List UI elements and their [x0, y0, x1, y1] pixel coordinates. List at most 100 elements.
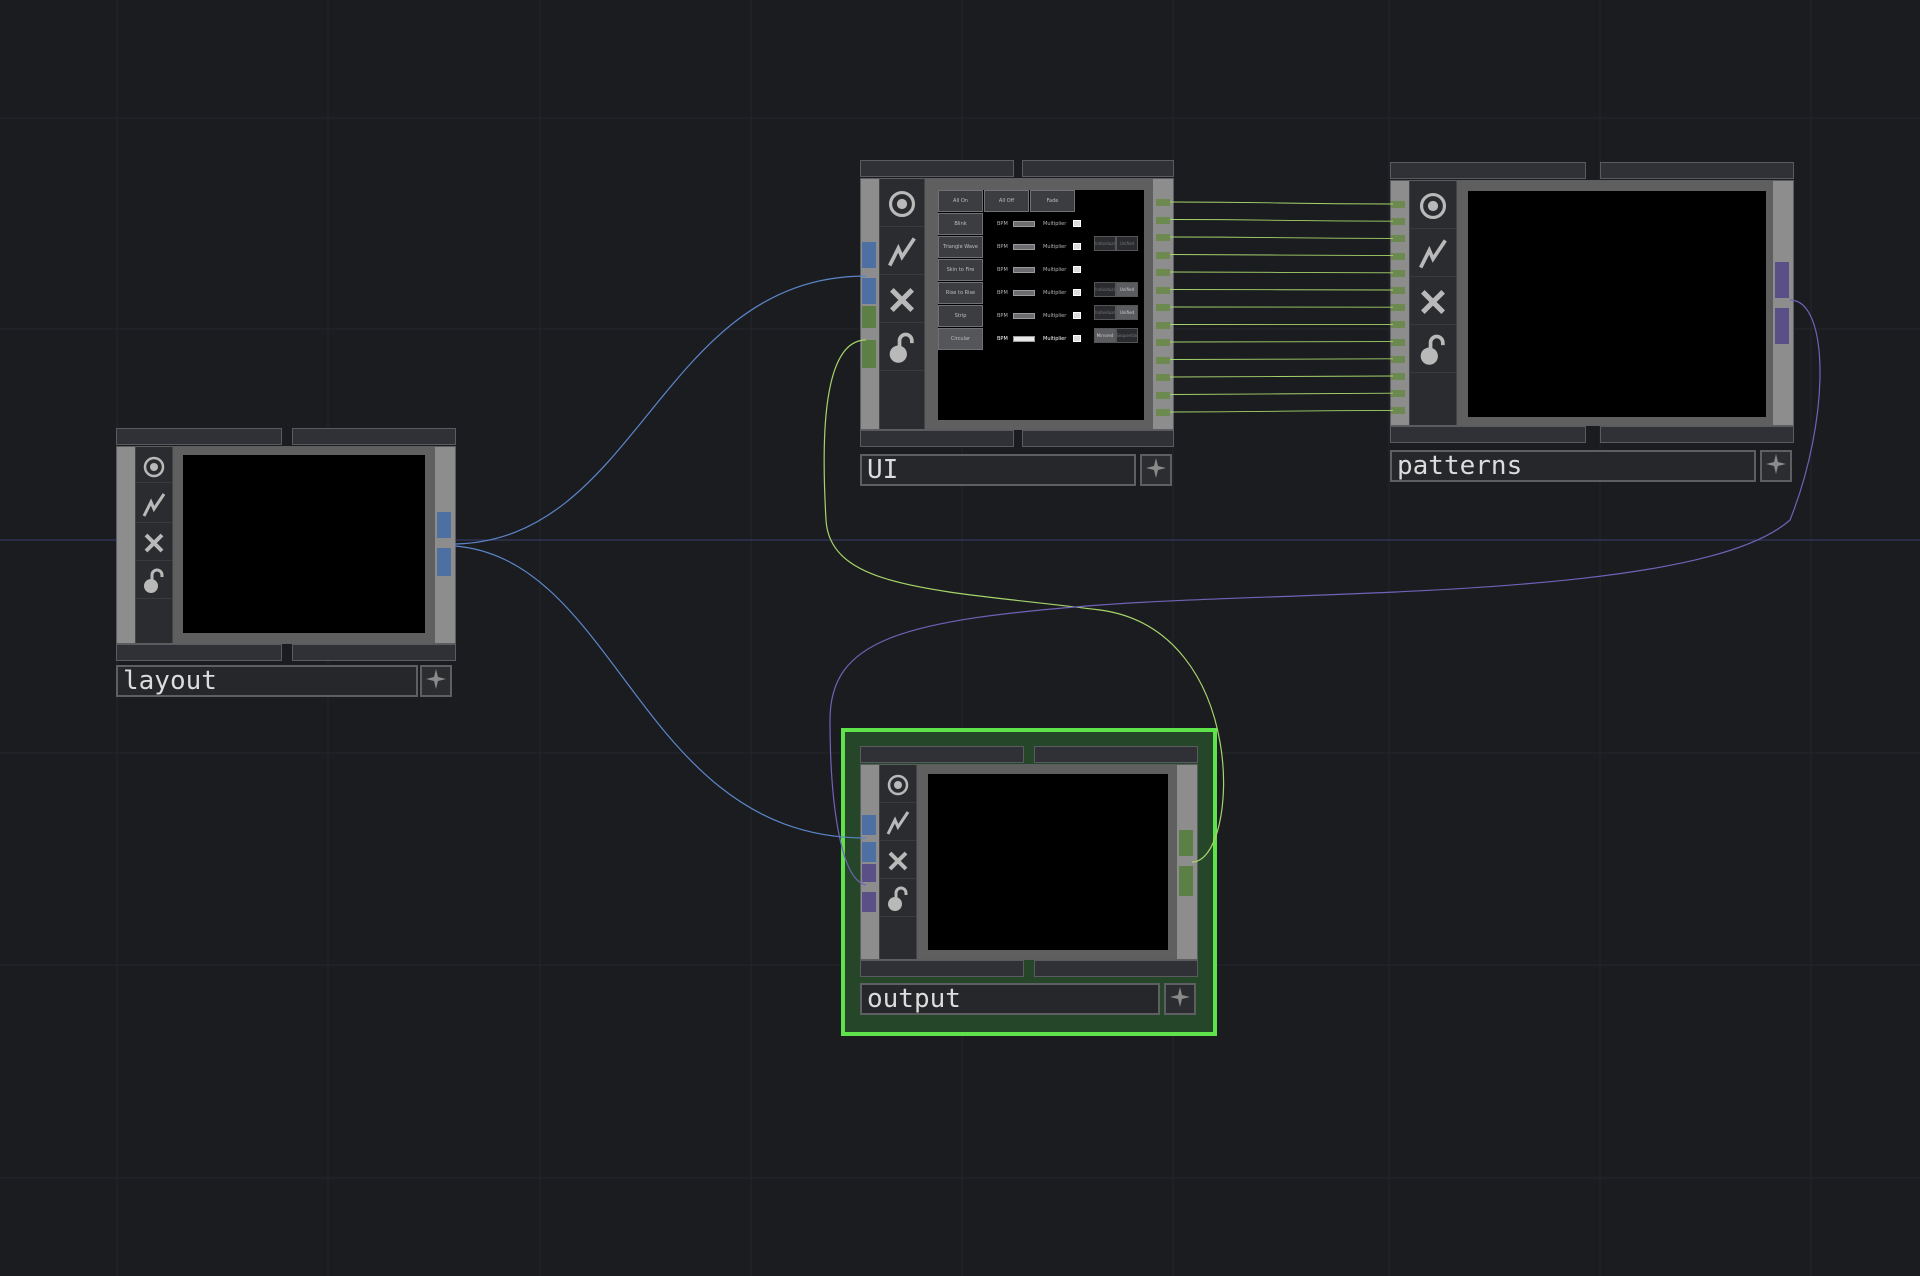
- ui-output-connector[interactable]: [1156, 251, 1170, 259]
- ui-star-button[interactable]: [1140, 454, 1172, 486]
- ui-output-connector[interactable]: [1156, 234, 1170, 241]
- output-input-connector-2[interactable]: [862, 842, 876, 862]
- output-input-connector-3[interactable]: [862, 864, 876, 882]
- patterns-input-connector[interactable]: [1391, 304, 1405, 312]
- output-input-connector-1[interactable]: [862, 815, 876, 835]
- patterns-input-connector[interactable]: [1391, 218, 1405, 226]
- output-name-field[interactable]: output: [860, 983, 1160, 1015]
- patterns-name-field[interactable]: patterns: [1390, 450, 1756, 482]
- ui-output-connector[interactable]: [1156, 409, 1170, 416]
- ui-input-connector-3[interactable]: [862, 306, 876, 328]
- pattern-button-skin-to-fire[interactable]: Skin to Fire: [938, 259, 983, 281]
- pattern-button-triangle-wave[interactable]: Triangle Wave: [938, 236, 983, 258]
- lock-open-icon[interactable]: [880, 325, 924, 371]
- ui-output-connector[interactable]: [1156, 304, 1170, 311]
- segment-unified[interactable]: Unified: [1116, 305, 1138, 320]
- segment-individual[interactable]: Individual: [1094, 282, 1116, 297]
- ui-input-connector-1[interactable]: [862, 242, 876, 268]
- lock-open-icon[interactable]: [136, 563, 172, 599]
- ui-output-connector[interactable]: [1156, 374, 1170, 381]
- bpm-slider[interactable]: [1013, 313, 1035, 319]
- multiplier-field[interactable]: [1073, 220, 1081, 227]
- bpm-slider[interactable]: [1013, 221, 1035, 227]
- close-icon[interactable]: [880, 843, 916, 879]
- target-icon[interactable]: [136, 451, 172, 483]
- multiplier-label: Multiplier: [1043, 336, 1067, 342]
- lightning-icon[interactable]: [1410, 231, 1456, 277]
- patterns-top-tab-left: [1390, 162, 1586, 179]
- lightning-icon[interactable]: [136, 487, 172, 523]
- multiplier-field[interactable]: [1073, 289, 1081, 296]
- patterns-input-connector[interactable]: [1391, 321, 1405, 329]
- ui-input-connector-2[interactable]: [862, 278, 876, 304]
- output-output-connector-1[interactable]: [1179, 830, 1193, 856]
- pattern-button-circular[interactable]: Circular: [938, 328, 983, 350]
- close-icon[interactable]: [1410, 279, 1456, 325]
- layout-output-connector-1[interactable]: [437, 512, 451, 538]
- bpm-slider[interactable]: [1013, 244, 1035, 250]
- lightning-icon[interactable]: [880, 229, 924, 275]
- patterns-input-connector[interactable]: [1391, 201, 1405, 208]
- layout-output-connector-2[interactable]: [437, 548, 451, 576]
- multiplier-field[interactable]: [1073, 266, 1081, 273]
- segment-mirrored[interactable]: Mirrored: [1094, 328, 1116, 343]
- lightning-icon[interactable]: [880, 805, 916, 841]
- target-icon[interactable]: [880, 181, 924, 227]
- layout-icon-column: [135, 447, 173, 643]
- patterns-input-connector[interactable]: [1391, 235, 1405, 243]
- lock-open-icon[interactable]: [1410, 327, 1456, 373]
- patterns-input-connector[interactable]: [1391, 338, 1405, 346]
- patterns-input-connector[interactable]: [1391, 373, 1405, 380]
- layout-star-button[interactable]: [420, 665, 452, 697]
- ui-output-connector[interactable]: [1156, 339, 1170, 346]
- ui-name-field[interactable]: UI: [860, 454, 1136, 486]
- output-output-connector-2[interactable]: [1179, 866, 1193, 896]
- patterns-star-button[interactable]: [1760, 450, 1792, 482]
- patterns-input-connector[interactable]: [1391, 269, 1405, 277]
- ui-input-connector-4[interactable]: [862, 340, 876, 368]
- close-icon[interactable]: [880, 277, 924, 323]
- segment-individual[interactable]: Individual: [1094, 305, 1116, 320]
- segment-unified[interactable]: Unified: [1116, 236, 1138, 251]
- output-star-button[interactable]: [1164, 983, 1196, 1015]
- ui-output-connector[interactable]: [1156, 216, 1170, 224]
- bpm-slider[interactable]: [1013, 336, 1035, 342]
- all-on-button[interactable]: All On: [938, 190, 983, 212]
- segment-unified[interactable]: Unified: [1116, 282, 1138, 297]
- pattern-button-rise-to-rise[interactable]: Rise to Rise: [938, 282, 983, 304]
- bpm-slider[interactable]: [1013, 290, 1035, 296]
- all-off-button[interactable]: All Off: [984, 190, 1029, 212]
- multiplier-field[interactable]: [1073, 335, 1081, 342]
- close-icon[interactable]: [136, 525, 172, 561]
- output-output-strip: [1177, 765, 1197, 959]
- bpm-slider[interactable]: [1013, 267, 1035, 273]
- fade-button[interactable]: Fade: [1030, 190, 1075, 212]
- multiplier-field[interactable]: [1073, 243, 1081, 250]
- segment-individual[interactable]: Individual: [1094, 236, 1116, 251]
- patterns-input-connector[interactable]: [1391, 287, 1405, 294]
- target-icon[interactable]: [1410, 183, 1456, 229]
- pattern-button-blink[interactable]: Blink: [938, 213, 983, 235]
- ui-output-connector[interactable]: [1156, 391, 1170, 399]
- ui-output-connector[interactable]: [1156, 356, 1170, 364]
- pattern-button-strip[interactable]: Strip: [938, 305, 983, 327]
- multiplier-field[interactable]: [1073, 312, 1081, 319]
- segment-sequential[interactable]: Sequential: [1116, 328, 1138, 343]
- ui-output-connector[interactable]: [1156, 321, 1170, 329]
- patterns-input-connector[interactable]: [1391, 355, 1405, 363]
- ui-output-connector[interactable]: [1156, 269, 1170, 276]
- layout-name-field[interactable]: layout: [116, 665, 418, 697]
- layout-viewer: [183, 455, 425, 633]
- ui-output-connector[interactable]: [1156, 199, 1170, 206]
- patterns-input-connector[interactable]: [1391, 390, 1405, 398]
- output-input-connector-4[interactable]: [862, 892, 876, 912]
- patterns-input-connector[interactable]: [1391, 252, 1405, 260]
- target-icon[interactable]: [880, 767, 916, 803]
- ui-output-connector[interactable]: [1156, 286, 1170, 294]
- lock-open-icon[interactable]: [880, 881, 916, 917]
- patterns-output-connector-1[interactable]: [1775, 262, 1789, 298]
- layout-top-tab-left: [116, 428, 282, 445]
- patterns-output-connector-2[interactable]: [1775, 308, 1789, 344]
- patterns-input-connector[interactable]: [1391, 407, 1405, 415]
